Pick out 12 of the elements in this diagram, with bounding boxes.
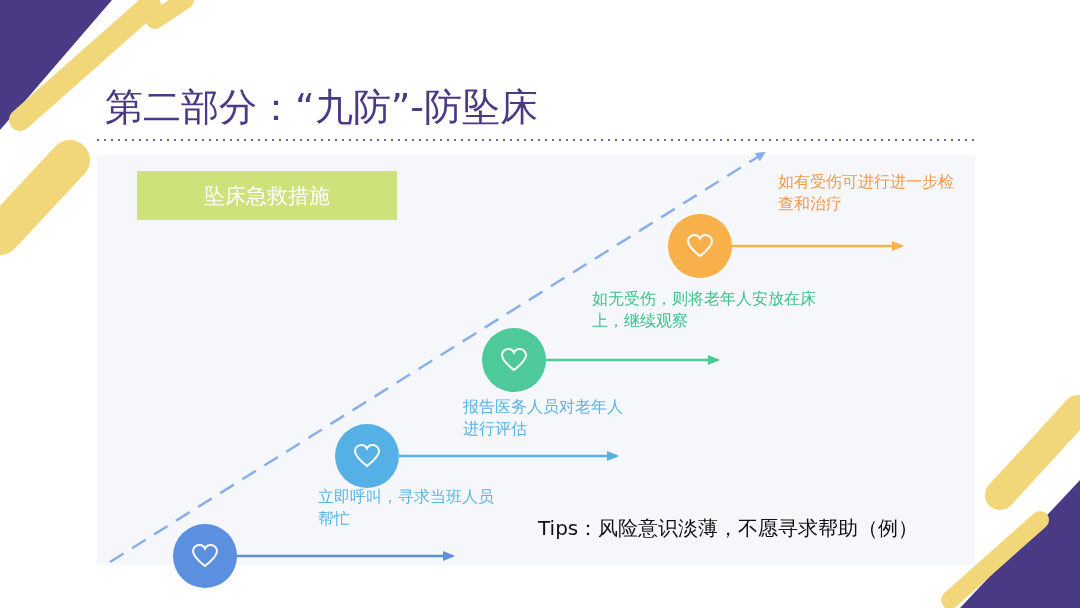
step-caption: 报告医务人员对老年人进行评估 — [463, 396, 624, 441]
arrow — [732, 241, 904, 251]
step-caption: 如无受伤，则将老年人安放在床上，继续观察 — [592, 288, 817, 333]
tip-note: Tips：风险意识淡薄，不愿寻求帮助（例） — [538, 515, 920, 542]
heading-text: 坠床急救措施 — [204, 182, 330, 210]
arrow — [546, 355, 720, 365]
heading-box — [137, 171, 397, 220]
step-caption: 立即呼叫，寻求当班人员帮忙 — [318, 486, 495, 531]
arrow — [399, 451, 619, 461]
step-caption: 如有受伤可进行进一步检查和治疗 — [778, 171, 955, 216]
slide-title: 第二部分：“九防”-防坠床 — [105, 84, 539, 131]
arrow — [237, 551, 455, 561]
